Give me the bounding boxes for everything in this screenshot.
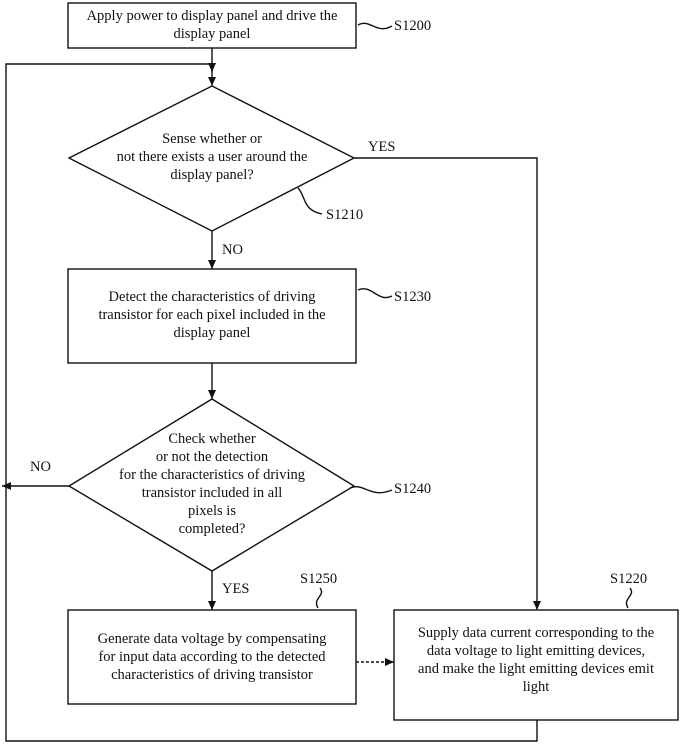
s1240-line-6: completed?	[92, 520, 332, 538]
s1250-line-3: characteristics of driving transistor	[68, 666, 356, 684]
s1230-id: S1230	[394, 288, 431, 306]
s1220-line-1: Supply data current corresponding to the	[394, 624, 678, 642]
s1210-yes-label: YES	[368, 138, 395, 156]
s1200-line-2: display panel	[68, 25, 356, 43]
s1200-leader	[358, 23, 392, 28]
s1240-line-4: transistor included in all	[92, 484, 332, 502]
arrow-s1210-yes	[354, 158, 537, 610]
s1210-leader	[298, 188, 322, 214]
s1250-line-1: Generate data voltage by compensating	[68, 630, 356, 648]
s1250-leader	[316, 588, 321, 608]
s1210-line-3: display panel?	[92, 166, 332, 184]
s1200-id: S1200	[394, 17, 431, 35]
s1250-line-2: for input data according to the detected	[68, 648, 356, 666]
s1240-line-5: pixels is	[92, 502, 332, 520]
s1200-text: Apply power to display panel and drive t…	[68, 7, 356, 43]
s1210-line-2: not there exists a user around the	[92, 148, 332, 166]
s1220-line-3: and make the light emitting devices emit	[394, 660, 678, 678]
s1210-no-label: NO	[222, 241, 243, 259]
s1240-id: S1240	[394, 480, 431, 498]
s1240-line-3: for the characteristics of driving	[92, 466, 332, 484]
s1240-text: Check whether or not the detection for t…	[92, 430, 332, 538]
s1230-text: Detect the characteristics of driving tr…	[68, 288, 356, 342]
s1230-line-2: transistor for each pixel included in th…	[68, 306, 356, 324]
s1210-id: S1210	[326, 206, 363, 224]
s1230-leader	[358, 289, 392, 298]
s1220-line-4: light	[394, 678, 678, 696]
s1240-yes-label: YES	[222, 580, 249, 598]
s1210-line-1: Sense whether or	[92, 130, 332, 148]
s1200-line-1: Apply power to display panel and drive t…	[68, 7, 356, 25]
s1240-leader	[350, 487, 392, 493]
s1230-line-1: Detect the characteristics of driving	[68, 288, 356, 306]
s1240-line-1: Check whether	[92, 430, 332, 448]
s1250-text: Generate data voltage by compensating fo…	[68, 630, 356, 684]
s1220-text: Supply data current corresponding to the…	[394, 624, 678, 696]
s1230-line-3: display panel	[68, 324, 356, 342]
s1210-text: Sense whether or not there exists a user…	[92, 130, 332, 184]
s1220-id: S1220	[610, 570, 647, 588]
s1220-leader	[626, 588, 631, 608]
s1220-line-2: data voltage to light emitting devices,	[394, 642, 678, 660]
s1240-no-label: NO	[30, 458, 51, 476]
s1240-line-2: or not the detection	[92, 448, 332, 466]
s1250-id: S1250	[300, 570, 337, 588]
